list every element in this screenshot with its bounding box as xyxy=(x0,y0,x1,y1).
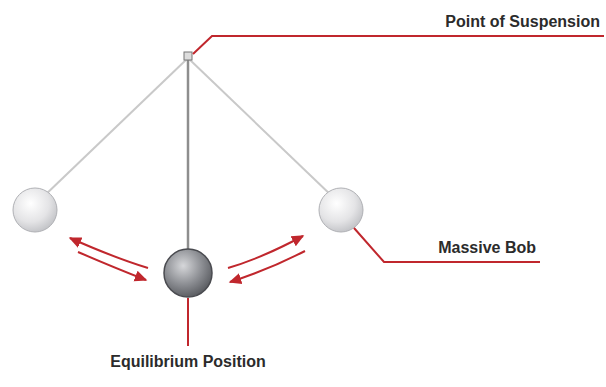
equilibrium-label: Equilibrium Position xyxy=(110,352,266,372)
leader-line xyxy=(193,36,604,54)
bob-center xyxy=(164,249,212,297)
leader-line xyxy=(354,228,540,262)
string-left xyxy=(42,58,188,198)
bob-left xyxy=(13,188,57,232)
string-center xyxy=(187,58,190,250)
leader-line xyxy=(187,298,189,346)
suspension-label: Point of Suspension xyxy=(445,12,600,32)
motion-arrow xyxy=(78,252,146,280)
motion-arrow xyxy=(230,251,305,282)
bob-right xyxy=(319,188,363,232)
suspension-point xyxy=(184,52,192,60)
bob-label: Massive Bob xyxy=(438,238,536,258)
string-right xyxy=(188,58,334,198)
motion-arrow xyxy=(228,236,303,268)
